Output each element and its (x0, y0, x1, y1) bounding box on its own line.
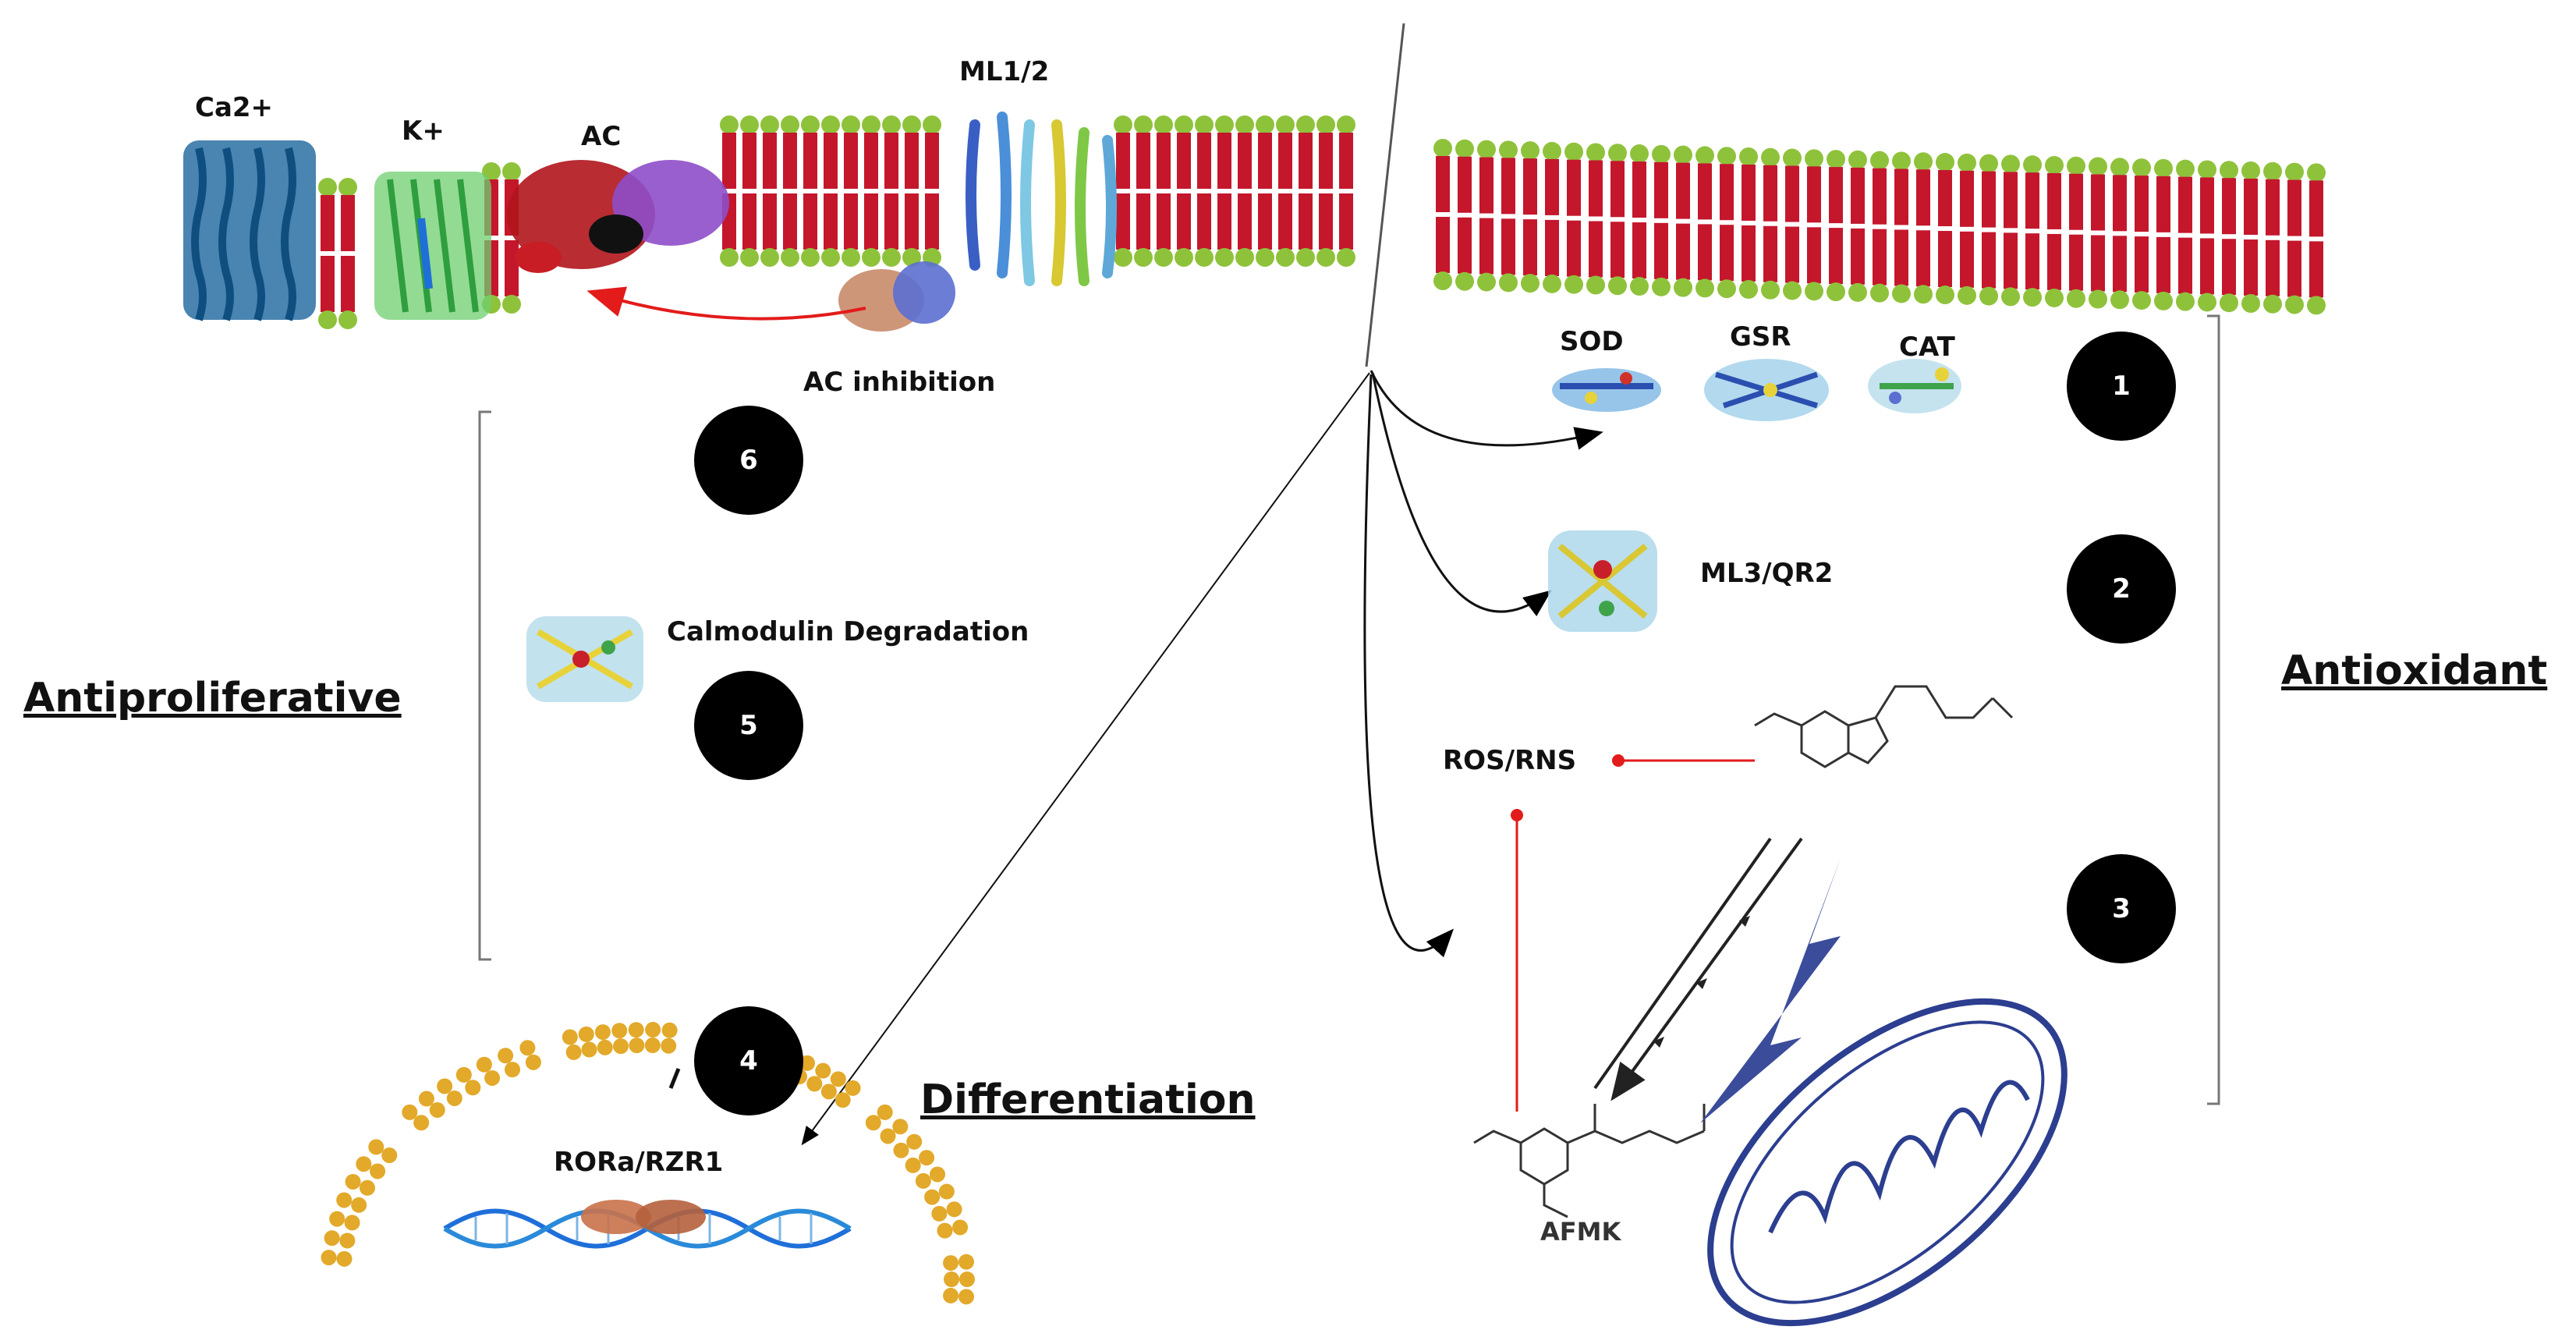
melatonin-molecule-icon (1754, 685, 2014, 768)
calmodulin-protein-icon (526, 616, 643, 702)
gsr-enzyme-icon (1704, 359, 1829, 421)
ca-channel-label: Ca2+ (195, 92, 274, 123)
ml3-protein-icon (1548, 530, 1657, 632)
antiproliferative-label: Antiproliferative (23, 675, 402, 722)
ac-label: AC (581, 121, 622, 152)
cat-enzyme-icon (1868, 359, 1961, 413)
arrow-to-nucleus (801, 372, 1370, 1146)
nuclear-envelope (321, 1022, 975, 1305)
ml12-label: ML1/2 (959, 56, 1050, 87)
ml3-label: ML3/QR2 (1700, 558, 1834, 589)
arrow-chevrons (1653, 916, 1750, 1048)
mitochondrion-icon (1707, 998, 2068, 1327)
ml12-receptor-protein (838, 112, 1117, 332)
ac-inhibition-label: AC inhibition (803, 367, 996, 398)
step-6-badge: 6 (694, 406, 803, 515)
ror-receptor-protein (581, 1200, 706, 1234)
antioxidant-label: Antioxidant (2281, 647, 2548, 694)
sod-label: SOD (1560, 326, 1624, 357)
step-5-badge: 5 (694, 671, 803, 780)
ros-inhibition-lines (1511, 754, 1755, 1112)
k-channel-protein (374, 172, 491, 320)
step-1-badge: 1 (2067, 332, 2176, 441)
divider-line (1365, 23, 1405, 367)
ac-inhibition-arrow (586, 286, 866, 321)
ca-channel-protein (183, 140, 316, 321)
k-channel-label: K+ (402, 115, 445, 147)
step-2-badge: 2 (2067, 534, 2176, 644)
calmodulin-label: Calmodulin Degradation (667, 616, 1029, 647)
rora-label: RORa/RZR1 (554, 1147, 724, 1178)
gsr-label: GSR (1730, 321, 1791, 353)
step-4-badge: 4 (694, 1006, 803, 1115)
antioxidant-bracket (2207, 314, 2220, 1105)
afmk-molecule-icon (1473, 1104, 1706, 1218)
antiproliferative-bracket (478, 410, 491, 961)
sod-enzyme-icon (1552, 368, 1661, 412)
ros-label: ROS/RNS (1443, 745, 1577, 776)
arrow-to-scavenging (1363, 374, 1455, 958)
cell-membrane-right (1433, 139, 2326, 315)
afmk-label: AFMK (1540, 1217, 1621, 1247)
adenylyl-cyclase-protein (507, 160, 729, 273)
cat-label: CAT (1899, 332, 1955, 363)
arrow-to-enzymes (1369, 370, 1603, 450)
metabolism-arrow (1610, 837, 1803, 1101)
envelope-pore-mark (668, 1068, 681, 1089)
metabolism-arrow-secondary (1593, 837, 1772, 1090)
differentiation-label: Differentiation (920, 1076, 1256, 1123)
step-3-badge: 3 (2067, 854, 2176, 963)
arrow-to-ml3 (1371, 372, 1552, 617)
